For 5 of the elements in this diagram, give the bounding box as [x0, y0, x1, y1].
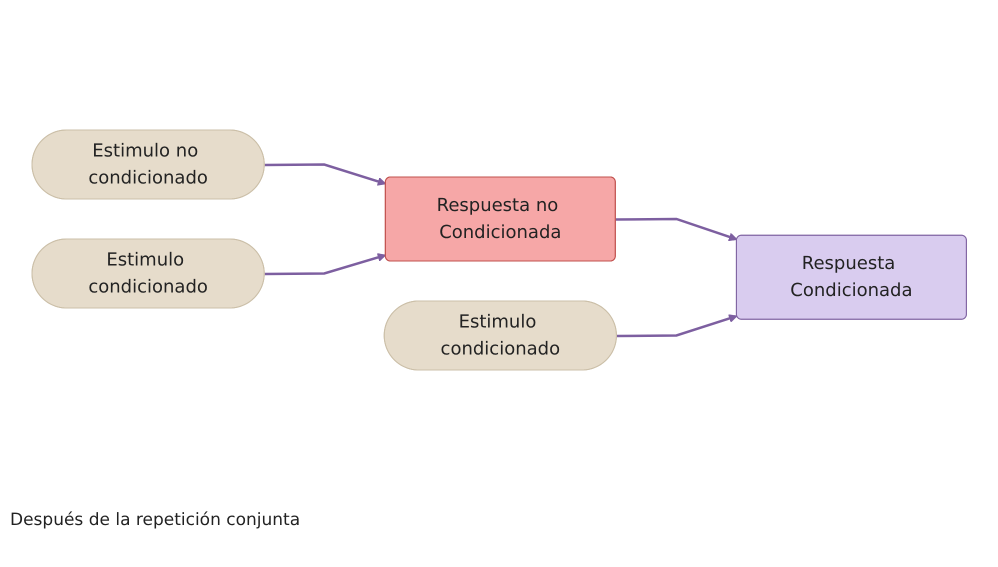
- arrow: [264, 253, 386, 276]
- arrow: [264, 163, 386, 186]
- arrow: [616, 314, 738, 338]
- arrow: [616, 218, 738, 242]
- note-text: Después de la repetición conjunta: [10, 510, 300, 530]
